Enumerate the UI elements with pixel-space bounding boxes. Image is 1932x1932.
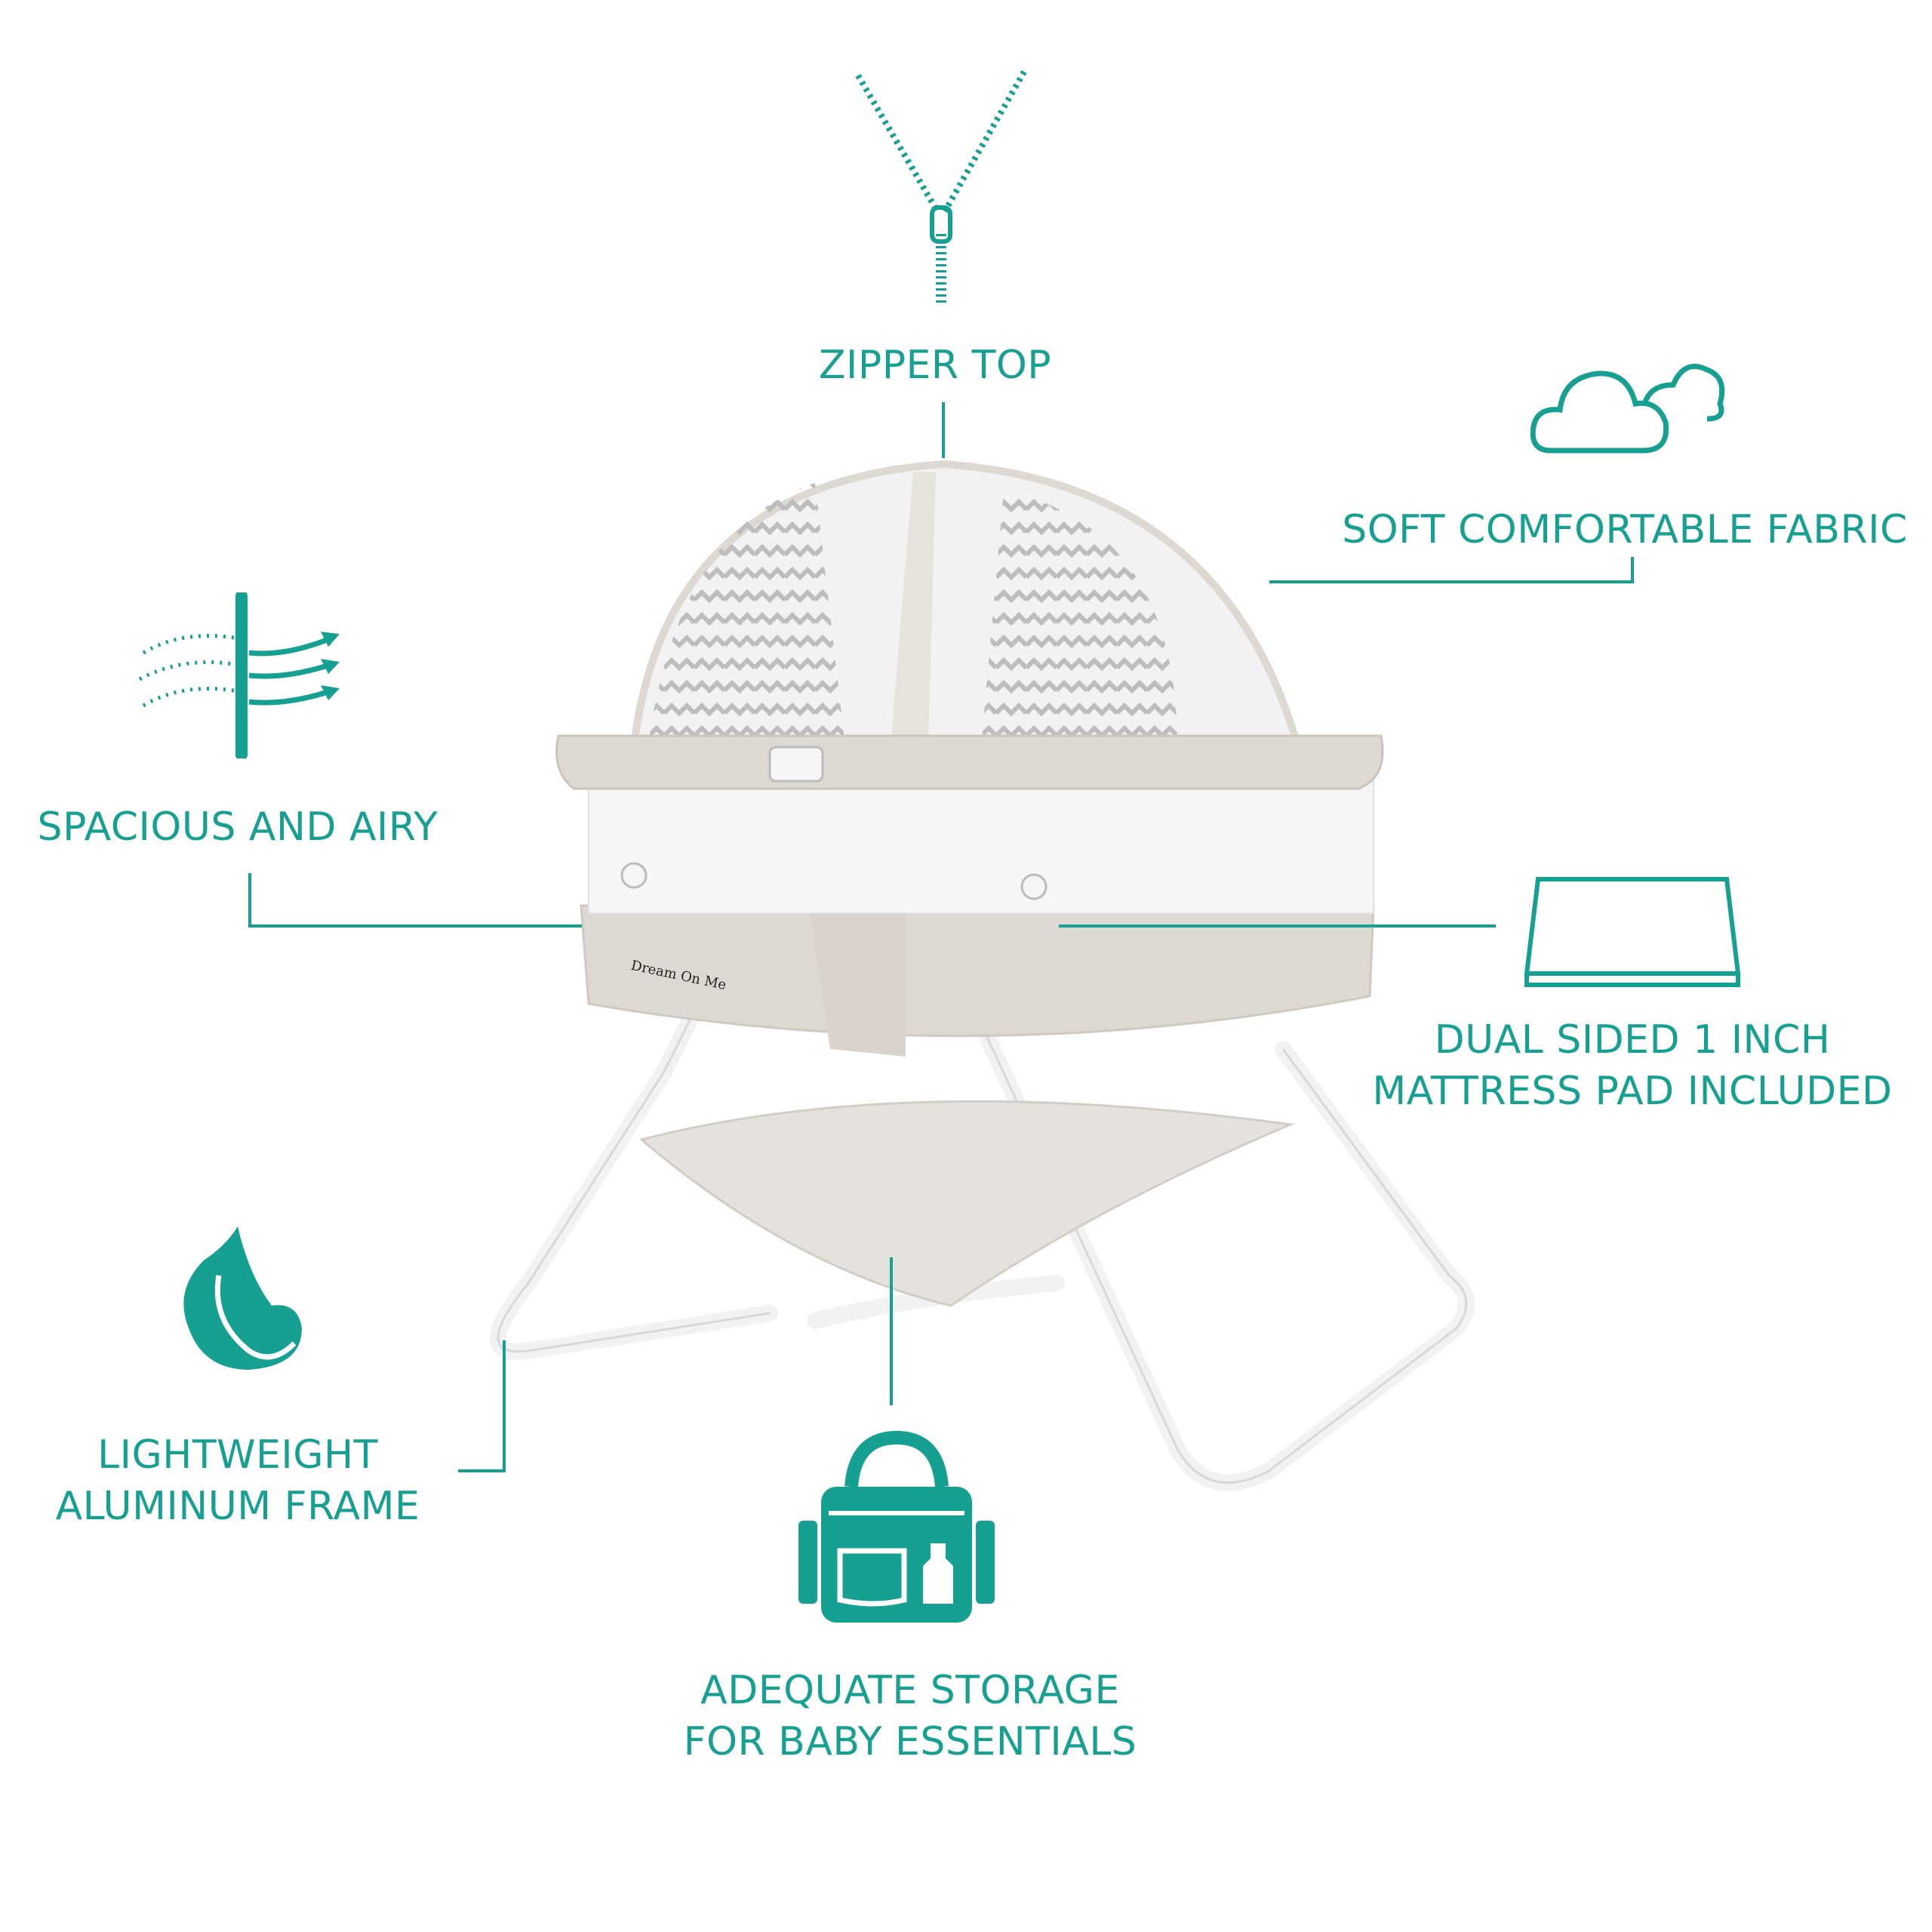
feather-icon [183,1226,302,1370]
spacious-airy-label: SPACIOUS AND AIRY [37,804,438,850]
bag-icon [798,1430,995,1623]
frame-label-line1: LIGHTWEIGHT [97,1432,378,1478]
cloud-icon [1530,364,1725,454]
mattress-icon [1524,877,1741,987]
fabric-connector [1269,557,1634,583]
zipper-top-label: ZIPPER TOP [818,343,1052,388]
airflow-icon [138,592,340,758]
zipper-icon [855,70,1027,306]
mattress-label-line2: MATTRESS PAD INCLUDED [1372,1069,1893,1114]
airy-connector [248,873,582,928]
frame-label: LIGHTWEIGHT ALUMINUM FRAME [56,1429,420,1532]
mattress-label-line1: DUAL SIDED 1 INCH [1434,1017,1831,1063]
mattress-label: DUAL SIDED 1 INCH MATTRESS PAD INCLUDED [1372,1014,1892,1117]
soft-fabric-label: SOFT COMFORTABLE FABRIC [1342,507,1908,552]
storage-label-line2: FOR BABY ESSENTIALS [683,1719,1137,1764]
frame-connector [458,1340,506,1472]
frame-label-line2: ALUMINUM FRAME [55,1484,420,1529]
storage-label-line1: ADEQUATE STORAGE [700,1668,1120,1713]
storage-label: ADEQUATE STORAGE FOR BABY ESSENTIALS [684,1665,1137,1767]
